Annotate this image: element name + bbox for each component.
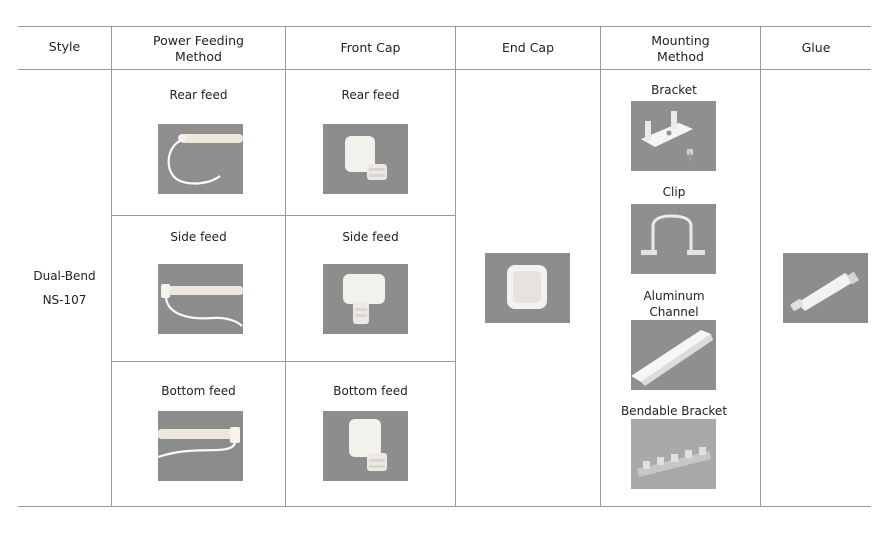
header-power-feeding-line2: Method xyxy=(175,49,222,64)
aluminum-line1: Aluminum xyxy=(643,289,705,303)
aluminum-line2: Channel xyxy=(649,305,699,319)
end-cap-photo-icon xyxy=(485,253,570,323)
column-divider-2 xyxy=(285,26,286,506)
column-divider-5 xyxy=(760,26,761,506)
power-feeding-label-side: Side feed xyxy=(170,230,227,244)
column-divider-4 xyxy=(600,26,601,506)
table-top-rule xyxy=(18,26,871,27)
style-model: NS-107 xyxy=(42,293,87,307)
bracket-photo-icon xyxy=(631,101,716,171)
column-divider-1 xyxy=(111,26,112,506)
front-cap-label-rear: Rear feed xyxy=(341,88,400,102)
header-end-cap: End Cap xyxy=(501,40,555,55)
header-bottom-rule xyxy=(18,69,871,70)
aluminum-channel-photo-icon xyxy=(631,320,716,390)
header-power-feeding-line1: Power Feeding xyxy=(153,33,244,48)
front-cap-label-bottom: Bottom feed xyxy=(333,384,408,398)
clip-photo-icon xyxy=(631,204,716,274)
bendable-bracket-photo-icon xyxy=(631,419,716,489)
side-feed-photo-icon xyxy=(158,264,243,334)
side-feed-cap-photo-icon xyxy=(323,264,408,334)
header-mounting: Mounting Method xyxy=(601,33,760,65)
mounting-label-bendable-bracket: Bendable Bracket xyxy=(620,404,728,418)
header-mounting-line1: Mounting xyxy=(651,33,710,48)
style-name: Dual-Bend xyxy=(33,269,96,283)
mounting-label-clip: Clip xyxy=(662,185,686,199)
header-power-feeding: Power Feeding Method xyxy=(112,33,285,65)
header-style: Style xyxy=(48,39,81,54)
power-feeding-label-rear: Rear feed xyxy=(169,88,228,102)
header-mounting-line2: Method xyxy=(657,49,704,64)
row-divider-2 xyxy=(112,361,455,362)
rear-feed-cap-photo-icon xyxy=(323,124,408,194)
header-glue: Glue xyxy=(801,40,831,55)
mounting-label-aluminum-channel: Aluminum Channel xyxy=(601,288,747,320)
rear-feed-photo-icon xyxy=(158,124,243,194)
mounting-label-bracket: Bracket xyxy=(651,83,697,97)
column-divider-3 xyxy=(455,26,456,506)
glue-tube-photo-icon xyxy=(783,253,868,323)
front-cap-label-side: Side feed xyxy=(342,230,399,244)
header-front-cap: Front Cap xyxy=(340,40,401,55)
power-feeding-label-bottom: Bottom feed xyxy=(161,384,236,398)
bottom-feed-photo-icon xyxy=(158,411,243,481)
row-divider-1 xyxy=(112,215,455,216)
table-bottom-rule xyxy=(18,506,871,507)
bottom-feed-cap-photo-icon xyxy=(323,411,408,481)
